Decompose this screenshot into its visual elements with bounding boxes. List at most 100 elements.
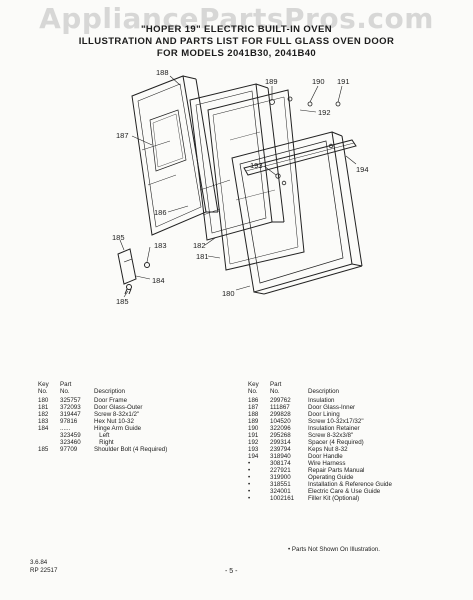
part-description: Filler Kit (Optional) <box>308 495 360 502</box>
part-key: 182 <box>38 411 49 418</box>
part-description: Operating Guide <box>308 474 354 481</box>
part-number: 318940 <box>270 453 291 460</box>
part-key: • <box>248 495 251 502</box>
header-part: Part No. <box>270 381 282 395</box>
callout-188: 188 <box>156 68 169 77</box>
part-key: 193 <box>248 446 259 453</box>
title-line-2: ILLUSTRATION AND PARTS LIST FOR FULL GLA… <box>78 36 395 47</box>
callout-189: 189 <box>265 77 278 86</box>
part-number: 295268 <box>270 432 291 439</box>
insulation-frame-part <box>189 83 285 241</box>
callout-192: 192 <box>318 108 331 117</box>
part-number: 299762 <box>270 397 291 404</box>
watermark: AppliancePartsPros.com <box>39 2 434 35</box>
callout-187: 187 <box>116 131 129 140</box>
screws-spacers <box>269 96 341 186</box>
callout-180: 180 <box>222 289 235 298</box>
outer-glass-part <box>207 89 305 271</box>
part-key: 190 <box>248 425 259 432</box>
part-number: 318551 <box>270 481 291 488</box>
footnote: • Parts Not Shown On Illustration. <box>288 546 380 553</box>
part-key: • <box>248 481 251 488</box>
hinge-arm-guide-part <box>117 248 150 295</box>
part-description: Shoulder Bolt (4 Required) <box>94 446 168 453</box>
callout-194: 194 <box>356 165 369 174</box>
part-key: • <box>248 474 251 481</box>
part-description: Repair Parts Manual <box>308 467 365 474</box>
header-key: Key No. <box>248 381 259 395</box>
part-description: Keps Nut 8-32 <box>308 446 348 453</box>
part-key: 191 <box>248 432 259 439</box>
part-description: Door Lining <box>308 411 340 418</box>
part-number: 319447 <box>60 411 81 418</box>
table-row: 323460 Right <box>38 439 238 446</box>
page-number: - 5 - <box>225 568 238 575</box>
table-header: Key No. Part No. Description <box>38 378 238 395</box>
callout-183: 183 <box>154 241 167 250</box>
callout-186: 186 <box>154 208 167 217</box>
part-key: • <box>248 460 251 467</box>
door-frame-part <box>231 131 363 295</box>
part-description: Screw 10-32x17/32" <box>308 418 364 425</box>
title-line-3: FOR MODELS 2041B30, 2041B40 <box>156 48 317 59</box>
part-number: 111867 <box>270 404 290 411</box>
part-number: 325757 <box>60 397 81 404</box>
part-description: Door Glass-Inner <box>308 404 356 411</box>
part-key: • <box>248 488 251 495</box>
callout-labels: 188 189 190 191 192 187 193 194 186 185 … <box>112 68 369 306</box>
header-key: Key No. <box>38 381 49 395</box>
table-header: Key No. Part No. Description <box>248 378 463 395</box>
part-description: Hinge Arm Guide <box>94 425 142 432</box>
callout-191: 191 <box>337 77 350 86</box>
header-part: Part No. <box>60 381 72 395</box>
part-number: 323460 <box>60 439 81 446</box>
part-number: 308174 <box>270 460 291 467</box>
part-number: 239794 <box>270 446 291 453</box>
part-key: 188 <box>248 411 259 418</box>
inner-glass-part <box>149 109 187 172</box>
part-number: 97709 <box>60 446 78 453</box>
callout-185-top: 185 <box>112 233 125 242</box>
table-row: 190 322096 Insulation Retainer <box>248 425 463 432</box>
part-description: Door Frame <box>94 397 128 404</box>
part-description: Insulation <box>308 397 335 404</box>
table-row: 323459 Left <box>38 432 238 439</box>
part-number: ...... <box>60 425 71 432</box>
callout-185-bottom: 185 <box>116 297 129 306</box>
part-description: Right <box>94 439 114 446</box>
part-description: Left <box>94 432 110 439</box>
part-number: 299314 <box>270 439 291 446</box>
part-number: 324001 <box>270 488 291 495</box>
table-row: 191 295268 Screw 8-32x3/8" <box>248 432 463 439</box>
footer-date: 3.6.84 <box>30 559 48 566</box>
part-number: 372093 <box>60 404 81 411</box>
part-description: Screw 8-32x3/8" <box>308 432 354 439</box>
part-key: 192 <box>248 439 259 446</box>
part-key: 180 <box>38 397 49 404</box>
table-row: 180 325757 Door Frame <box>38 397 238 404</box>
callout-182: 182 <box>193 241 206 250</box>
header-description: Description <box>308 388 339 395</box>
exploded-view-diagram: 188 189 190 191 192 187 193 194 186 185 … <box>112 68 369 306</box>
part-key: 194 <box>248 453 259 460</box>
part-description: Insulation Retainer <box>308 425 360 432</box>
part-number: 322096 <box>270 425 291 432</box>
callout-leaders <box>119 75 357 298</box>
part-key <box>38 432 60 439</box>
part-key: 181 <box>38 404 49 411</box>
